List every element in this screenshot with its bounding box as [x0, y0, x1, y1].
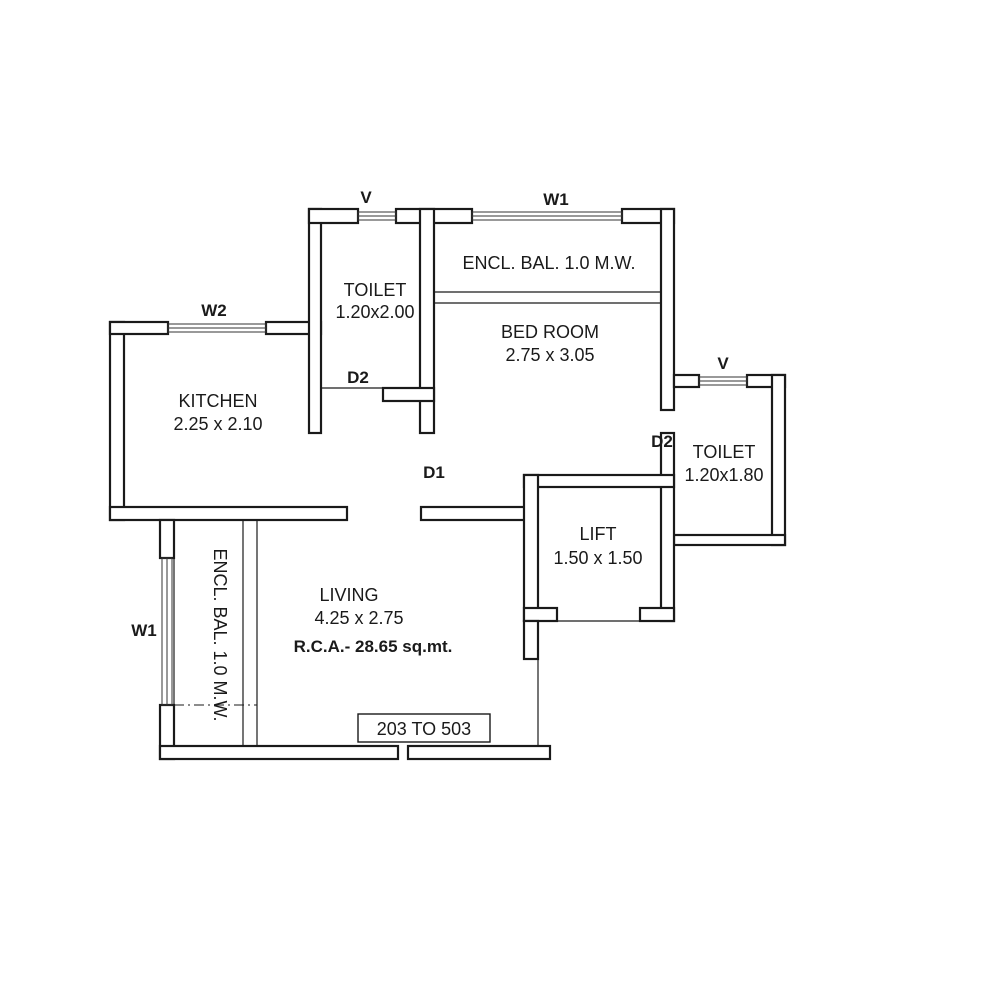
bottom-wall-left	[158, 744, 400, 761]
opening-tags: V W1 W2 D2 V D2 D1 W1	[131, 188, 729, 640]
toilet2-bottom-wall	[672, 533, 787, 547]
balcony-left-top-post	[158, 518, 176, 560]
unit-range-frame	[357, 713, 491, 743]
living-area: R.C.A.- 28.65 sq.mt.	[294, 637, 453, 656]
toilet2-top-wall-left	[672, 373, 701, 389]
bedroom-right-wall	[659, 207, 676, 412]
kitchen-bottom-wall	[108, 505, 349, 522]
tag-w2: W2	[201, 301, 227, 320]
walls	[108, 207, 787, 761]
lift-top-wall	[522, 473, 676, 489]
toilet1-name: TOILET	[344, 280, 407, 300]
bedroom-size: 2.75 x 3.05	[505, 345, 594, 365]
kitchen-name: KITCHEN	[178, 391, 257, 411]
kitchen-size: 2.25 x 2.10	[173, 414, 262, 434]
kitchen-left-wall	[108, 320, 126, 522]
living-name: LIVING	[319, 585, 378, 605]
tag-v-top: V	[360, 188, 372, 207]
encl-bal-top-name: ENCL. BAL. 1.0 M.W.	[462, 253, 635, 273]
tag-d1: D1	[423, 463, 445, 482]
lift-name: LIFT	[579, 524, 616, 544]
unit-range-text: 203 TO 503	[377, 719, 471, 739]
lift-bottom-wall-left	[522, 606, 559, 623]
tag-w1-left: W1	[131, 621, 157, 640]
toilet2-size: 1.20x1.80	[684, 465, 763, 485]
lift-left-wall	[522, 473, 540, 623]
toilet1-right-wall	[418, 207, 436, 435]
toilet2-right-wall	[770, 373, 787, 547]
windows	[161, 211, 748, 706]
living-partition-wall	[419, 505, 529, 522]
bedroom-name: BED ROOM	[501, 322, 599, 342]
tag-d2-toilet1: D2	[347, 368, 369, 387]
lift-size: 1.50 x 1.50	[553, 548, 642, 568]
living-size: 4.25 x 2.75	[314, 608, 403, 628]
kitchen-top-wall-left	[108, 320, 170, 336]
tag-v-right: V	[717, 354, 729, 373]
lift-bottom-wall-right	[638, 606, 676, 623]
living-right-stub	[522, 619, 540, 661]
tag-w1-top: W1	[543, 190, 569, 209]
toilet2-name: TOILET	[693, 442, 756, 462]
toilet1-size: 1.20x2.00	[335, 302, 414, 322]
unit-range-box: 203 TO 503	[357, 713, 491, 743]
toilet1-left-wall	[307, 207, 323, 435]
room-labels: TOILET 1.20x2.00 ENCL. BAL. 1.0 M.W. BED…	[173, 253, 763, 722]
encl-bal-left-name: ENCL. BAL. 1.0 M.W.	[210, 548, 230, 721]
toilet2-left-wall	[659, 431, 676, 623]
tag-d2-toilet2: D2	[651, 432, 673, 451]
bottom-wall-right	[406, 744, 552, 761]
toilet1-top-wall-left	[307, 207, 360, 225]
toilet1-bottom-stub	[381, 386, 436, 403]
interior-lines	[173, 291, 786, 746]
